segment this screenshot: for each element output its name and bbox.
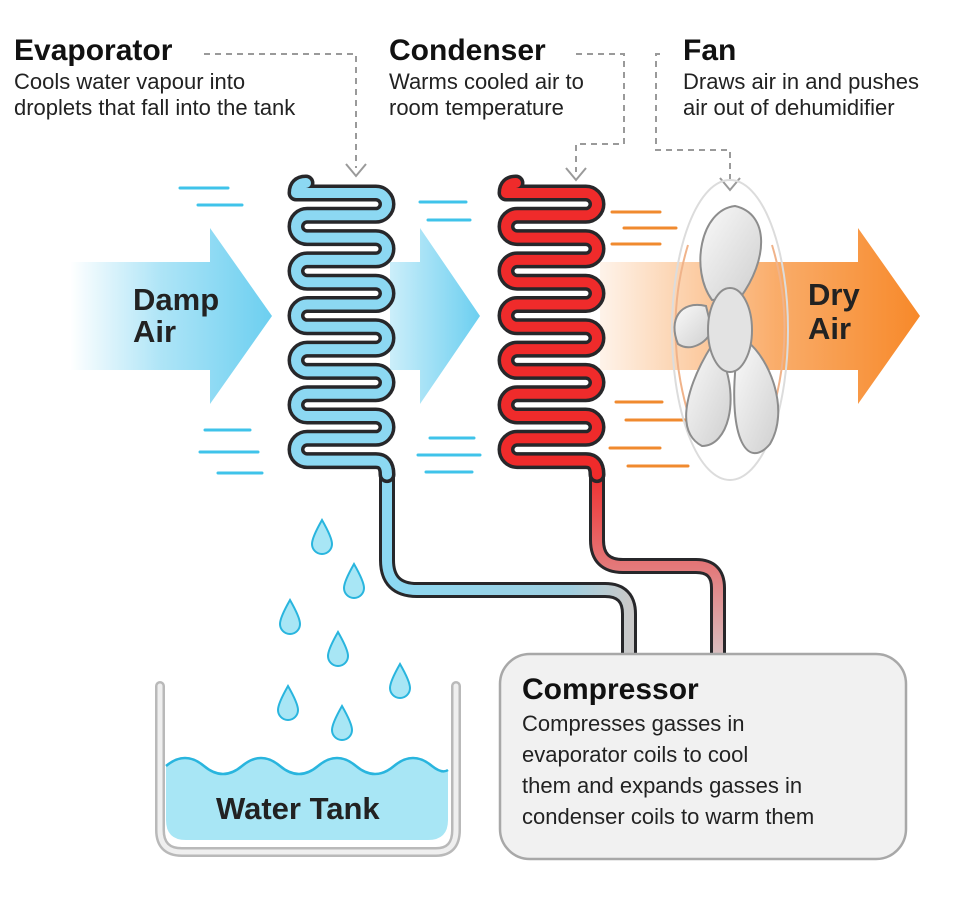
water-drop-icon: [326, 629, 350, 667]
water-tank-surface: [165, 756, 449, 776]
fan-title: Fan: [683, 34, 737, 67]
water-tank-wall-inner: [157, 683, 459, 855]
condenser-title: Condenser: [389, 34, 546, 67]
water-drop-icon: [330, 703, 354, 741]
fan-guard: [671, 179, 789, 481]
condenser-desc-line: Warms cooled air to: [389, 69, 584, 94]
fan-desc-line: air out of dehumidifier: [683, 95, 895, 121]
condenser-coil: [501, 178, 602, 480]
cold-air-dashes: [178, 186, 482, 475]
dry-air-line: Dry: [808, 277, 860, 312]
damp-air-line: Air: [133, 314, 177, 349]
compressor-desc-line: them and expands gasses in: [522, 773, 803, 798]
fan-icon: [671, 179, 789, 481]
water-drops: [276, 517, 412, 741]
compressor-panel: [498, 652, 908, 861]
condenser-desc-line: room temperature: [389, 95, 564, 121]
water-drop-icon: [310, 517, 334, 555]
water-tank-label: Water Tank: [216, 791, 380, 826]
damp-air-arrow: [70, 228, 272, 404]
dry-air-line: Air: [808, 311, 852, 346]
fan-label: Fan Draws air in and pushes air out of d…: [683, 33, 919, 122]
fan-blade: [733, 340, 780, 455]
evaporator-description: Cools water vapour into droplets that fa…: [14, 69, 295, 122]
compressor-label: Compressor Compresses gasses in evaporat…: [522, 672, 814, 832]
evaporator-desc-line: Cools water vapour into: [14, 69, 246, 94]
compressor-description: Compresses gasses in evaporator coils to…: [522, 708, 814, 832]
fan-description: Draws air in and pushes air out of dehum…: [683, 69, 919, 122]
compressor-desc-line: condenser coils to warm them: [522, 804, 815, 829]
evaporator-desc-line: droplets that fall into the tank: [14, 95, 296, 121]
leader-lines: [204, 53, 731, 182]
fan-blade: [673, 303, 714, 349]
fan-blade: [685, 343, 732, 448]
damp-air-line: Damp: [133, 282, 220, 317]
water-tank-water: [166, 758, 448, 840]
fan-blade: [699, 204, 763, 302]
mid-air-arrow: [390, 228, 480, 404]
damp-air-label: Damp Air: [133, 284, 219, 348]
compressor-desc-line: Compresses gasses in: [522, 711, 745, 736]
water-drop-icon: [278, 597, 302, 635]
evaporator-coil: [291, 178, 392, 480]
fan-hub: [707, 287, 753, 373]
compressor-desc-line: evaporator coils to cool: [522, 742, 749, 767]
evaporator-label: Evaporator Cools water vapour into dropl…: [14, 33, 295, 122]
condenser-description: Warms cooled air to room temperature: [389, 69, 584, 122]
condenser-label: Condenser Warms cooled air to room tempe…: [389, 33, 584, 122]
water-drop-icon: [342, 561, 366, 599]
dry-air-label: Dry Air: [808, 278, 860, 346]
dry-air-arrow: [600, 228, 920, 404]
water-drop-icon: [276, 683, 300, 721]
cold-pipe: [382, 468, 634, 660]
evaporator-title: Evaporator: [14, 34, 173, 67]
warm-air-dashes: [608, 210, 690, 468]
hot-pipe: [592, 468, 723, 660]
compressor-title: Compressor: [522, 673, 699, 706]
fan-desc-line: Draws air in and pushes: [683, 69, 920, 94]
water-drop-icon: [388, 661, 412, 699]
